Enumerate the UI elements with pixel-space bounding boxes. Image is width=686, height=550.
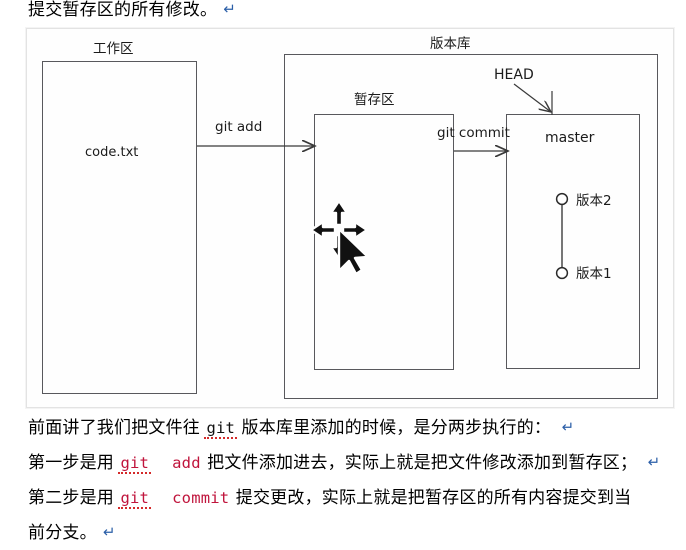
staging-box	[314, 114, 454, 370]
head-label: HEAD	[494, 67, 534, 83]
workspace-box	[42, 61, 197, 394]
p1-seg-0: 前面讲了我们把文件往	[28, 418, 205, 437]
file-label: code.txt	[85, 145, 139, 160]
pilcrow-mark: ↵	[223, 1, 236, 18]
p1-seg-2: 版本库里添加的时候，是分两步执行的：	[237, 418, 552, 437]
p1-code-git: git	[204, 419, 238, 439]
p4-seg-0: 前分支。	[28, 523, 97, 542]
p2-code-add: add	[153, 454, 201, 472]
top-paragraph: 提交暂存区的所有修改。 ↵	[28, 0, 236, 22]
p3-code-git: git	[118, 489, 152, 509]
p2-seg-0: 第一步是用	[28, 453, 119, 472]
top-paragraph-text: 提交暂存区的所有修改。	[28, 0, 218, 19]
paragraph-1: 前面讲了我们把文件往 git 版本库里添加的时候，是分两步执行的： ↵	[28, 417, 574, 439]
p3-code-commit: commit	[153, 489, 230, 507]
commit-label-2: 版本2	[576, 193, 612, 209]
branch-label: master	[545, 130, 595, 146]
diagram-canvas: 工作区 版本库 暂存区 code.txt master HEAD git add…	[27, 29, 673, 407]
commit-label-1: 版本1	[576, 266, 612, 282]
repository-label: 版本库	[430, 36, 471, 52]
p3-seg-0: 第二步是用	[28, 488, 119, 507]
paragraph-3: 第二步是用 git commit 提交更改，实际上就是把暂存区的所有内容提交到当	[28, 487, 631, 509]
workspace-label: 工作区	[93, 41, 134, 57]
paragraph-1-content: 前面讲了我们把文件往 git 版本库里添加的时候，是分两步执行的：	[28, 418, 556, 439]
git-add-arrow-label: git add	[215, 119, 263, 135]
paragraph-2-content: 第一步是用 git add 把文件添加进去，实际上就是把文件修改添加到暂存区；	[28, 453, 642, 474]
git-commit-arrow-label: git commit	[437, 125, 510, 141]
p2-code-git: git	[118, 454, 152, 474]
p3-seg-3: 提交更改，实际上就是把暂存区的所有内容提交到当	[231, 488, 632, 507]
master-box	[506, 114, 640, 369]
paragraph-2: 第一步是用 git add 把文件添加进去，实际上就是把文件修改添加到暂存区； …	[28, 452, 660, 474]
repository-box	[284, 54, 658, 399]
paragraph-4: 前分支。 ↵	[28, 522, 116, 544]
pilcrow-mark-2: ↵	[647, 454, 661, 471]
move-cursor-icon[interactable]	[309, 197, 375, 277]
move-cursor-glyph	[309, 199, 370, 276]
pointer-arrow-glyph	[337, 227, 370, 276]
paragraph-3-content: 第二步是用 git commit 提交更改，实际上就是把暂存区的所有内容提交到当	[28, 488, 632, 509]
p2-seg-3: 把文件添加进去，实际上就是把文件修改添加到暂存区；	[202, 453, 638, 472]
pilcrow-mark-1: ↵	[561, 419, 575, 436]
pilcrow-mark-4: ↵	[102, 524, 116, 541]
diagram-image[interactable]: 工作区 版本库 暂存区 code.txt master HEAD git add…	[26, 28, 674, 408]
staging-label: 暂存区	[354, 92, 395, 108]
